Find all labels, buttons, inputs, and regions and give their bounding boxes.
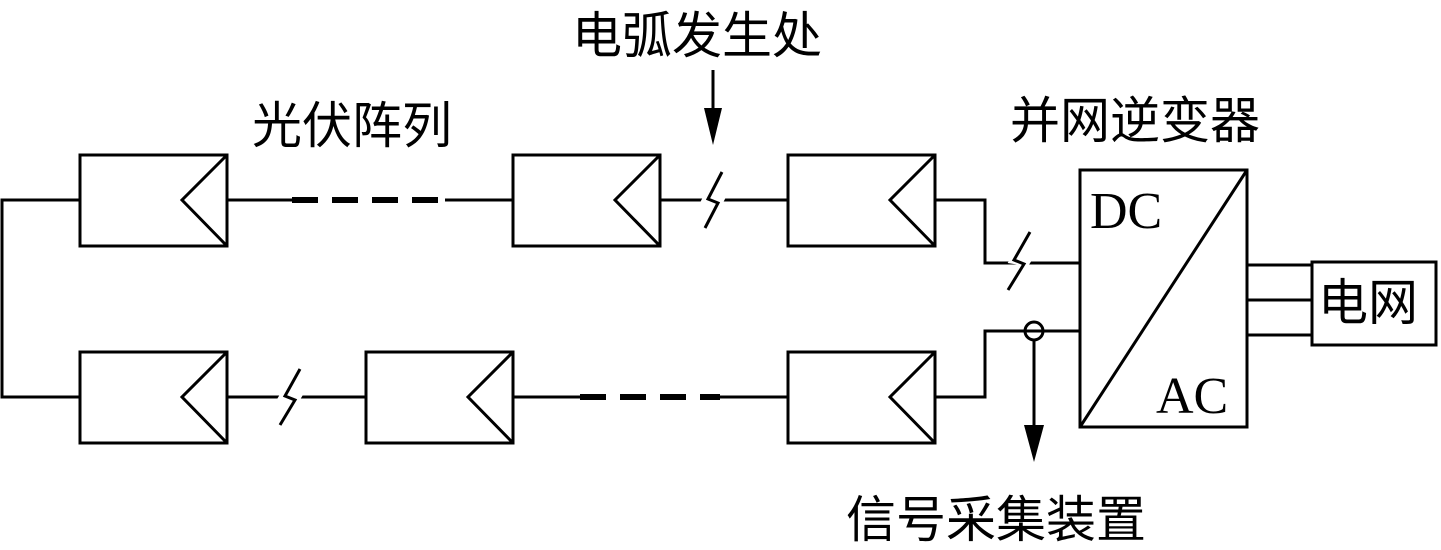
pv-module	[78, 350, 229, 445]
arc-fault-symbol	[278, 368, 302, 426]
arc-fault-symbol	[1006, 231, 1032, 291]
pv-module	[78, 153, 229, 248]
dc-label: DC	[1090, 183, 1162, 240]
signal-device-label: 信号采集装置	[846, 491, 1146, 545]
pv-module	[786, 350, 937, 445]
grid-label: 电网	[1318, 274, 1418, 332]
arc-fault-symbol	[703, 171, 724, 229]
wire	[935, 198, 1080, 265]
grid-box	[1310, 260, 1438, 347]
pv-array-label: 光伏阵列	[252, 97, 452, 155]
inverter-label: 并网逆变器	[1010, 92, 1260, 150]
pv-module	[786, 153, 937, 248]
pv-module	[364, 350, 515, 445]
wire	[935, 329, 1080, 399]
pv-module	[511, 153, 662, 248]
left-connector	[0, 198, 80, 399]
arc-location-label: 电弧发生处	[572, 7, 822, 65]
ac-label: AC	[1156, 368, 1228, 425]
signal-arrow	[1024, 340, 1044, 462]
arc-pointer-arrow	[704, 70, 722, 145]
